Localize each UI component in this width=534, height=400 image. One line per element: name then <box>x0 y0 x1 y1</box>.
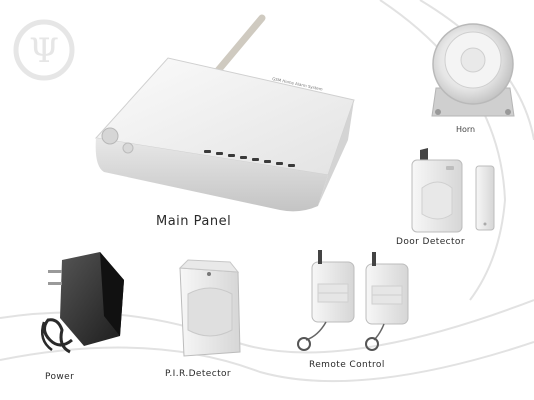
remote-control-label: Remote Control <box>309 360 385 370</box>
watermark-logo: Ψ <box>13 19 75 81</box>
horn-siren-device <box>431 23 515 117</box>
remote-control-devices <box>297 250 409 351</box>
horn-label: Horn <box>456 125 476 134</box>
pir-detector-device <box>178 259 241 357</box>
main-panel-label: Main Panel <box>156 214 232 229</box>
main-panel-device: GSM Home Alarm System <box>95 14 355 212</box>
power-adapter-device <box>41 252 124 354</box>
svg-text:Ψ: Ψ <box>29 31 59 71</box>
pir-detector-label: P.I.R.Detector <box>165 369 232 379</box>
door-detector-device <box>411 148 495 233</box>
door-detector-label: Door Detector <box>396 237 465 247</box>
power-label: Power <box>45 372 75 382</box>
